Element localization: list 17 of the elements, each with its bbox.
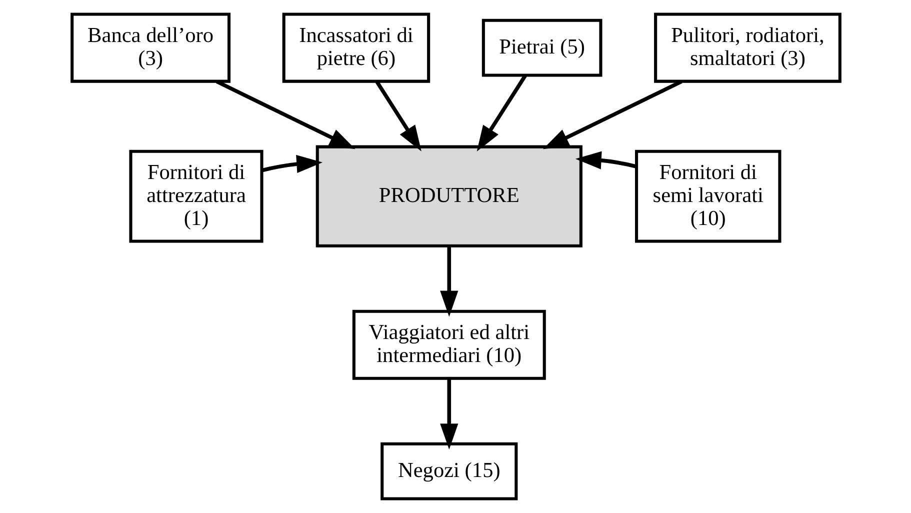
arrow	[374, 80, 421, 152]
arrow	[215, 80, 355, 150]
node-box: Negozi (15)	[380, 442, 518, 500]
node-box: Fornitori di attrezzatura (1)	[128, 150, 263, 243]
node-box: Banca dell’oro (3)	[70, 12, 230, 83]
arrow	[440, 378, 458, 450]
arrow	[260, 154, 322, 174]
arrow	[574, 151, 636, 170]
node-box: Viaggiatori ed altri intermediari (10)	[352, 310, 546, 380]
arrow	[542, 80, 682, 150]
node-box: PRODUTTORE	[315, 145, 582, 248]
node-box: Pulitori, rodiatori, smaltatori (3)	[654, 12, 841, 83]
node-box: Incassatori di pietre (6)	[282, 12, 430, 83]
arrow	[476, 74, 527, 152]
arrow	[440, 246, 458, 317]
node-box: Fornitori di semi lavorati (10)	[634, 150, 781, 243]
node-box: Pietrai (5)	[481, 18, 602, 77]
